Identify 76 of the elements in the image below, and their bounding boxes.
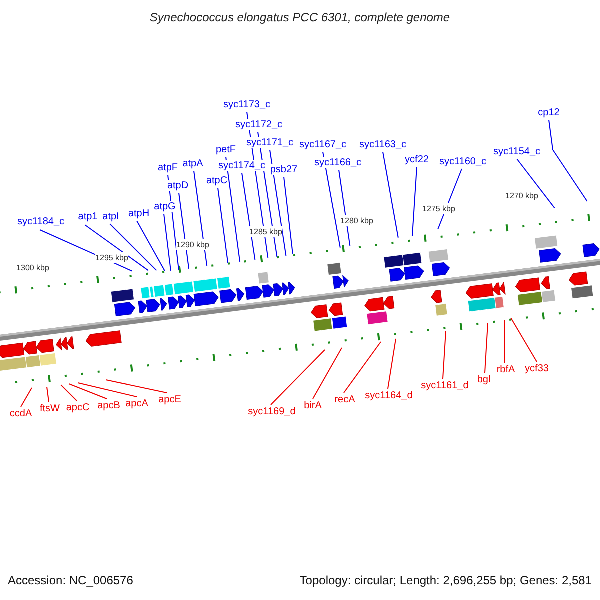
leader-line (226, 156, 241, 262)
gene-label: syc1164_d (365, 390, 413, 402)
leader-line (382, 152, 399, 238)
gene-label: ccdA (10, 408, 32, 420)
title: Synechococcus elongatus PCC 6301, complete genome (150, 12, 450, 24)
leader-line (84, 224, 149, 272)
gene-label: atpC (206, 176, 228, 186)
gene-label: atp1 (78, 212, 98, 222)
gene-label: ycf33 (525, 364, 549, 374)
gene-label: syc1172_c (235, 120, 283, 130)
gene-label: ftsW (40, 404, 60, 414)
leader-line (510, 318, 538, 362)
leader-line (20, 388, 32, 408)
gene-label: atpA (182, 158, 204, 170)
gene-label: atpH (128, 208, 150, 220)
gene-label: ycf22 (405, 154, 429, 166)
leader-line (68, 384, 108, 400)
gene-label: birA (304, 400, 322, 412)
leader-line (106, 380, 168, 394)
leader-line (164, 214, 172, 272)
gene-label: apcB (98, 400, 120, 412)
leader-line (60, 384, 78, 402)
gene-label: psb27 (270, 164, 298, 176)
leader-line (312, 348, 342, 400)
gene-label: syc1167_c (299, 140, 347, 150)
leader-line (242, 172, 256, 260)
gene-label: syc1161_d (421, 380, 469, 392)
gene-label: atpG (154, 202, 176, 212)
gene-label: apcA (126, 398, 148, 410)
leader-line (168, 174, 180, 270)
gene-label: petF (216, 144, 236, 156)
leader-line (284, 176, 294, 254)
gene-label: apcC (66, 402, 90, 414)
leader-line (548, 120, 588, 202)
gene-label: syc1154_c (493, 146, 541, 158)
gene-label: rbfA (496, 364, 516, 376)
leader-line (388, 338, 396, 390)
leader-line (322, 152, 341, 248)
footer-text: Topology: circular; Length: 2,696,255 bp; Genes: 2,581 (300, 576, 592, 586)
leader-line (484, 322, 488, 374)
leader-line (194, 170, 208, 266)
gene-label: syc1173_c (223, 100, 271, 110)
gene-label: syc1166_c (314, 158, 362, 168)
leader-line (46, 386, 50, 402)
gene-label: syc1160_c (439, 156, 487, 168)
scale-label: 1290 kbp (176, 240, 210, 250)
scale-label: 1280 kbp (340, 216, 374, 226)
gene-label: syc1169_d (248, 406, 296, 418)
gene-label: syc1184_c (17, 216, 65, 228)
gene-label: apcE (158, 394, 182, 406)
leader-line (136, 220, 166, 272)
scale-label: 1270 kbp (506, 190, 538, 202)
gene-label: cp12 (538, 108, 560, 118)
footer-text: Accession: NC_006576 (8, 576, 134, 586)
leader-line (412, 166, 418, 236)
gene-label: syc1171_c (246, 138, 294, 148)
gene-label: syc1163_c (359, 140, 407, 150)
scale-label: 1285 kbp (250, 226, 282, 238)
leader-line (442, 330, 446, 380)
gene-label: bgl (477, 374, 491, 386)
scale-label: 1275 kbp (422, 204, 456, 214)
gene-label: atpD (167, 180, 189, 192)
leader-line (218, 188, 229, 264)
leader-line (110, 224, 158, 272)
gene-label: recA (334, 394, 356, 406)
leader-line (270, 350, 326, 406)
scale-label: 1300 kbp (16, 262, 50, 274)
gene-label: atpF (158, 162, 178, 174)
leader-line (516, 158, 556, 209)
leader-line (338, 170, 351, 246)
gene-label: syc1174_c (218, 160, 266, 172)
gene-label: atpI (102, 212, 120, 222)
scale-label: 1295 kbp (96, 252, 128, 264)
leader-line (78, 382, 138, 398)
leader-line (504, 320, 506, 364)
leader-line (344, 342, 382, 394)
